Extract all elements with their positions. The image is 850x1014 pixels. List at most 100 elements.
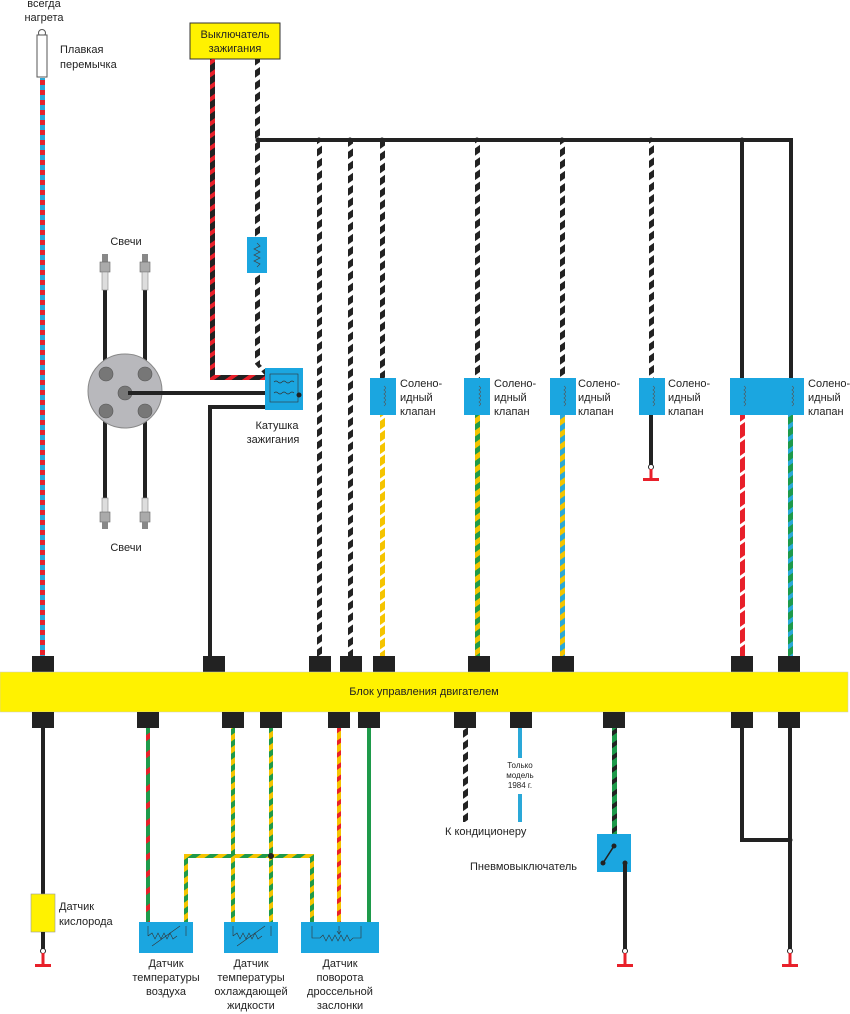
label-solenoid-2-line2: идный — [494, 392, 527, 404]
wire-distributor-coil — [128, 391, 268, 395]
label-throttle-line3: дроссельной — [307, 986, 373, 998]
spark-plug-top-left — [99, 254, 111, 291]
label-solenoid-2-line3: клапан — [494, 406, 530, 418]
label-coolant-temp-sensor: Датчик температуры охлаждающей жидкости — [214, 958, 287, 1012]
wire-bus-ecu-2 — [348, 142, 353, 658]
ground-symbol-oxygen — [35, 948, 51, 967]
label-vacuum-switch: Пневмовыключатель — [470, 861, 577, 873]
wire-bus-solenoid-4 — [649, 142, 654, 378]
label-oxygen-sensor-2: кислорода — [59, 916, 114, 928]
label-solenoid-5-line3: клапан — [808, 406, 844, 418]
junction-dot-ground — [787, 837, 793, 843]
wire-solenoid-3-ecu — [560, 415, 565, 658]
wire-bus-solenoid-1 — [380, 142, 385, 378]
label-spark-plugs-bottom: Свечи — [110, 542, 141, 554]
solenoid-valve-3 — [550, 378, 576, 415]
wire-sensor-ground-bus-right — [310, 854, 314, 924]
label-throttle-sensor: Датчик поворота дроссельной заслонки — [307, 958, 373, 1012]
wire-bus-solenoid-3 — [560, 142, 565, 378]
spark-plug-bottom-left — [99, 497, 111, 529]
label-solenoid-4: Солено- идный клапан — [668, 378, 711, 418]
label-coolant-line4: жидкости — [227, 1000, 275, 1012]
wire-bus-solenoid-2 — [475, 142, 480, 378]
ignition-switch — [189, 22, 281, 60]
wire-switch-to-coil — [210, 59, 215, 379]
label-spark-plugs-top: Свечи — [110, 236, 141, 248]
label-solenoid-5-line2: идный — [808, 392, 841, 404]
label-solenoid-3-line2: идный — [578, 392, 611, 404]
wire-sensor-ground-bus — [184, 854, 314, 858]
vacuum-switch — [597, 834, 631, 872]
label-1984-line3: 1984 г. — [508, 781, 532, 790]
ballast-resistor — [247, 237, 267, 273]
label-solenoid-4-line1: Солено- — [668, 378, 711, 390]
wire-switch-to-resistor — [255, 59, 260, 237]
label-solenoid-1-line1: Солено- — [400, 378, 443, 390]
wire-ecu-oxygen — [41, 728, 45, 894]
solenoid-valve-1 — [370, 378, 396, 415]
label-air-temp-line3: воздуха — [146, 986, 187, 998]
label-solenoid-3-line1: Солено- — [578, 378, 621, 390]
label-model-1984: Только модель 1984 г. — [506, 761, 533, 790]
label-solenoid-2: Солено- идный клапан — [494, 378, 537, 418]
label-solenoid-1-line3: клапан — [400, 406, 436, 418]
label-throttle-line4: заслонки — [317, 1000, 363, 1012]
label-ignition-coil-1: Катушка — [256, 420, 300, 432]
wire-ecu-ground-join — [740, 838, 792, 842]
ecu-block — [0, 671, 849, 713]
label-air-temp-line1: Датчик — [148, 958, 183, 970]
wire-ecu-ac — [463, 728, 468, 822]
junction-dot — [268, 853, 274, 859]
oxygen-sensor — [30, 893, 56, 933]
wire-bus-solenoid-5 — [740, 142, 744, 378]
wire-ecu-1984-bottom — [518, 794, 522, 822]
wire-switch-to-coil-h — [210, 375, 268, 380]
ground-symbol-solenoid — [643, 464, 659, 481]
wire-sensor-ground-bus-left — [184, 854, 188, 924]
wire-ecu-coolant-2 — [269, 728, 273, 924]
coolant-temp-sensor — [224, 922, 278, 953]
distributor — [87, 353, 163, 429]
label-air-temp-line2: температуры — [132, 972, 199, 984]
ecu-connectors-top — [32, 656, 800, 672]
label-ignition-coil-2: зажигания — [247, 434, 300, 446]
label-solenoid-3: Солено- идный клапан — [578, 378, 621, 418]
label-fusible-link-2: перемычка — [60, 59, 118, 71]
label-air-temp-sensor: Датчик температуры воздуха — [132, 958, 199, 998]
label-solenoid-4-line2: идный — [668, 392, 701, 404]
wire-vacuum-switch-ground — [623, 863, 627, 949]
spark-plug-top-right — [139, 254, 151, 291]
wire-ecu-throttle-2 — [367, 728, 371, 924]
label-coolant-line1: Датчик — [233, 958, 268, 970]
label-fusible-link-1: Плавкая — [60, 44, 103, 56]
spark-plug-bottom-right — [139, 497, 151, 529]
solenoid-valve-5-dual — [730, 378, 804, 415]
label-oxygen-sensor-1: Датчик — [59, 901, 94, 913]
wire-ecu-1984-top — [518, 728, 522, 758]
label-throttle-line2: поворота — [317, 972, 365, 984]
ecu-connectors-bottom — [32, 712, 800, 728]
spark-plug-wires — [103, 290, 147, 498]
air-temp-sensor — [139, 922, 193, 953]
ground-symbol-ecu — [782, 948, 798, 967]
label-solenoid-4-line3: клапан — [668, 406, 704, 418]
ground-symbol-vacuum — [617, 948, 633, 967]
label-1984-line2: модель — [506, 771, 533, 780]
wire-ecu-air-temp — [146, 728, 150, 924]
wire-ecu-ground-a — [740, 728, 744, 842]
power-bus — [257, 138, 793, 142]
wire-ecu-coolant-1 — [231, 728, 235, 924]
power-bus-right-drop — [789, 138, 793, 380]
wire-solenoid-5b-ecu — [788, 415, 793, 658]
ignition-coil — [265, 368, 303, 410]
label-solenoid-5: Солено- идный клапан — [808, 378, 850, 418]
wire-ecu-vacuum-switch — [612, 728, 617, 834]
wire-coil-ecu-h — [208, 405, 268, 409]
label-solenoid-1-line2: идный — [400, 392, 433, 404]
label-solenoid-5-line1: Солено- — [808, 378, 850, 390]
solenoid-valve-2 — [464, 378, 490, 415]
label-coolant-line2: температуры — [217, 972, 284, 984]
wire-solenoid-5a-ecu — [740, 415, 745, 658]
wire-ecu-throttle-1 — [337, 728, 341, 924]
